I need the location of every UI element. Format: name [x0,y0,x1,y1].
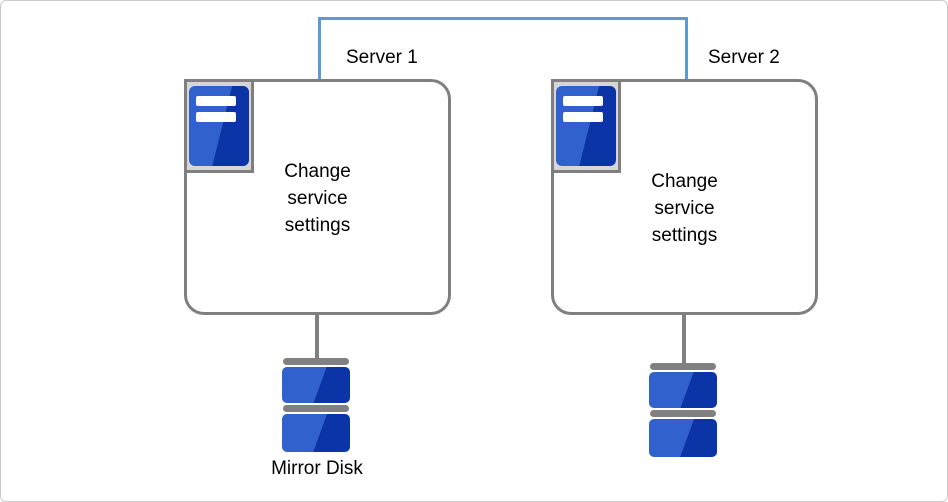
tower-slot-icon [196,112,236,122]
disk-cap-bar [650,410,716,417]
interconnect-line-left-drop [318,17,321,80]
disk-platter [649,372,717,408]
disk-cap-bar [283,405,349,412]
interconnect-line-right-drop [685,17,688,80]
server-tower-icon [556,86,616,166]
server1-icon-frame [184,79,254,173]
disk-platter [649,419,717,457]
server1-box-text: Change service settings [284,161,351,236]
disk-platter [282,414,350,452]
mirror-disk-icon-right [649,363,717,459]
server1-label: Server 1 [346,47,418,68]
mirror-disk-label: Mirror Disk [271,458,363,479]
disk-platter [282,367,350,403]
interconnect-line-horizontal [318,17,688,20]
server1-disk-connector [315,313,319,359]
tower-slot-icon [563,96,603,106]
server-tower-icon [189,86,249,166]
disk-cap-bar [650,363,716,370]
mirror-disk-icon-left [282,358,350,454]
server2-icon-frame [551,79,621,173]
tower-slot-icon [196,96,236,106]
disk-cap-bar [283,358,349,365]
tower-slot-icon [563,112,603,122]
server2-label: Server 2 [708,47,780,68]
server2-disk-connector [682,313,686,365]
server2-box-text: Change service settings [651,171,718,246]
